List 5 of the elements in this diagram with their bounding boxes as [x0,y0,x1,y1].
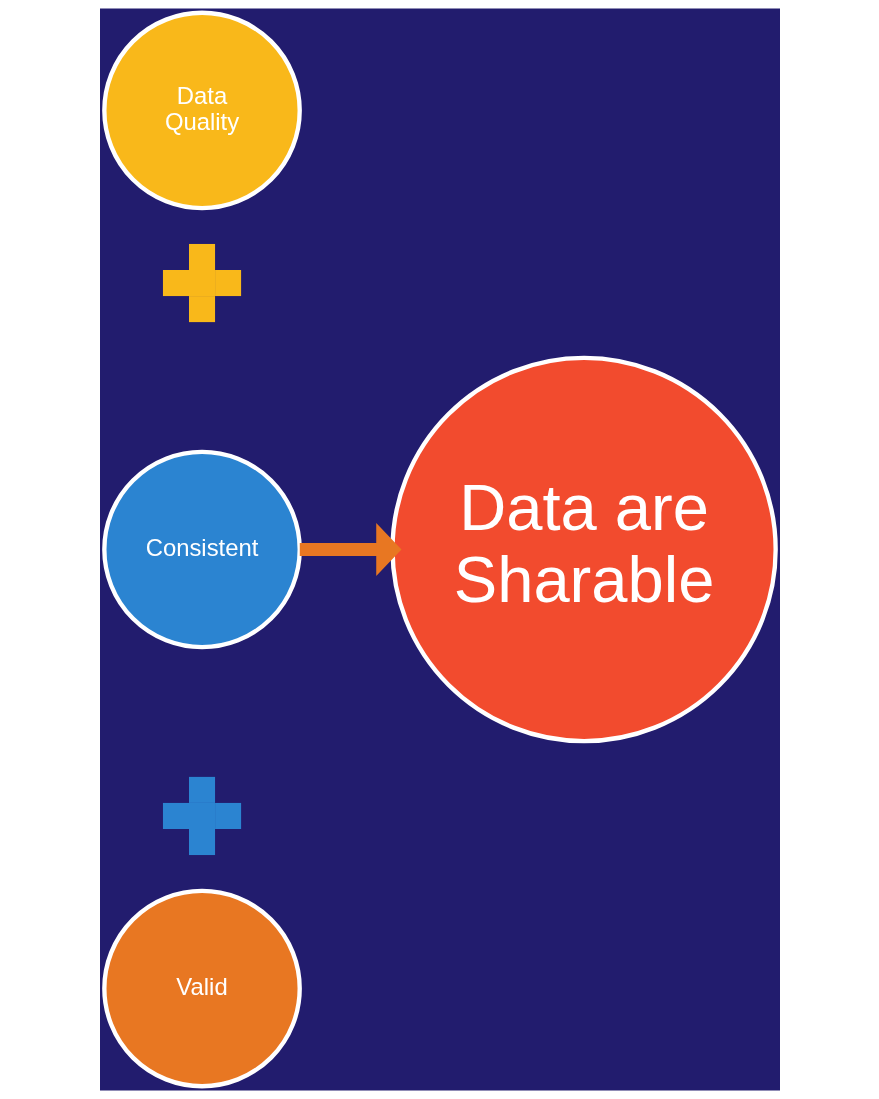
arrow [299,522,401,577]
node-circle: Valid [101,888,302,1089]
node-circle: Consistent [101,449,302,650]
node-circle: Data Quality [101,10,302,211]
node-circle: Data are Sharable [389,355,778,744]
